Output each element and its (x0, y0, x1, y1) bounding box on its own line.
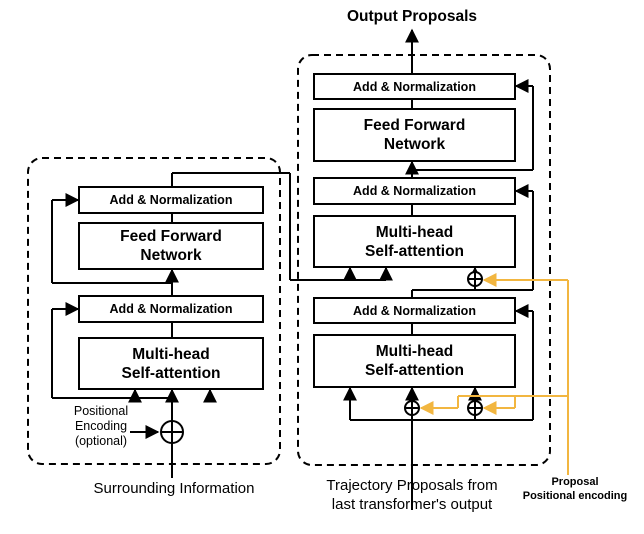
encoder-feed-forward-block: Feed Forward Network (78, 222, 264, 270)
surrounding-information-label: Surrounding Information (93, 480, 255, 497)
encoder-self-attention-block: Multi-head Self-attention (78, 337, 264, 390)
trajectory-proposals-label: Trajectory Proposals from last transform… (326, 477, 498, 513)
adder-plus-marks (161, 272, 482, 443)
output-proposals-label: Output Proposals (346, 8, 478, 25)
proposal-positional-encoding-label: Proposal Positional encoding (522, 476, 628, 502)
connector-lines (51, 28, 534, 510)
encoder-add-norm-bottom: Add & Normalization (78, 295, 264, 323)
decoder-self-attention-block: Multi-head Self-attention (313, 334, 516, 388)
positional-encoding-label: Positional Encoding (optional) (73, 404, 129, 448)
proposal-encoding-lines (419, 273, 569, 475)
decoder-add-norm-top: Add & Normalization (313, 73, 516, 100)
decoder-feed-forward-block: Feed Forward Network (313, 108, 516, 162)
decoder-container (297, 54, 551, 466)
encoder-container (27, 157, 281, 465)
decoder-cross-attention-block: Multi-head Self-attention (313, 215, 516, 268)
decoder-add-norm-mid: Add & Normalization (313, 177, 516, 205)
decoder-add-norm-bottom: Add & Normalization (313, 297, 516, 324)
encoder-add-norm-top: Add & Normalization (78, 186, 264, 214)
